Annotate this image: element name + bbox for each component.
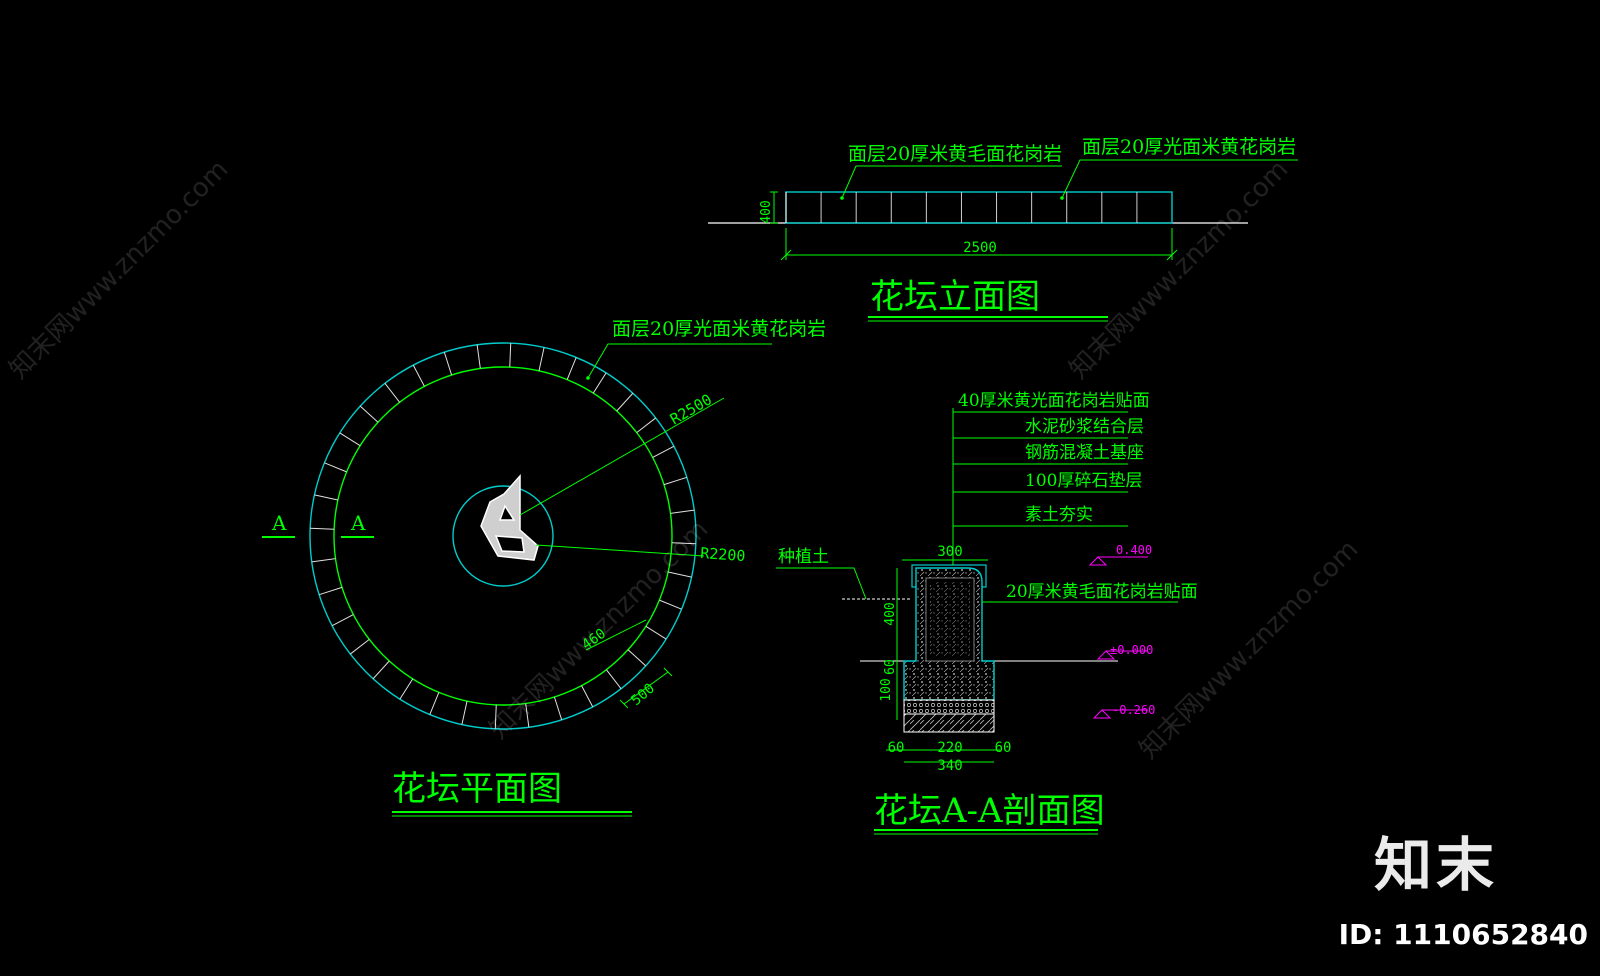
brand-id: ID: 1110652840 bbox=[1338, 918, 1588, 951]
elevation-view: 400 2500 面层20厚米黄毛面花岗岩 面层20厚光面米黄花岗岩 花坛立面图 bbox=[708, 136, 1298, 322]
plan-joint bbox=[509, 343, 512, 368]
plan-view: R2500 R2200 面层20厚光面米黄花岗岩 A A 460 500 花坛平… bbox=[262, 318, 826, 817]
plan-joint bbox=[652, 445, 675, 458]
plan-joint bbox=[538, 347, 545, 371]
plan-label-top: 面层20厚光面米黄花岗岩 bbox=[612, 318, 826, 340]
section-layer-1: 水泥砂浆结合层 bbox=[1025, 417, 1144, 437]
plan-joint bbox=[429, 692, 440, 715]
section-level-top: 0.400 bbox=[1116, 543, 1152, 557]
section-layer-3: 100厚碎石垫层 bbox=[1025, 471, 1142, 491]
plan-joint bbox=[372, 660, 390, 680]
plan-joint bbox=[314, 494, 338, 501]
plan-section-mark-left: A bbox=[271, 511, 287, 535]
plan-joint bbox=[476, 344, 481, 369]
section-dim-h100: 100 bbox=[879, 678, 894, 701]
section-layer-2: 钢筋混凝土基座 bbox=[1025, 443, 1144, 463]
plan-joint bbox=[339, 432, 361, 447]
plan-joint bbox=[581, 685, 594, 708]
plan-joint bbox=[592, 372, 607, 394]
plan-joint bbox=[412, 364, 425, 387]
plan-joint bbox=[311, 558, 336, 563]
plan-joint bbox=[443, 351, 453, 376]
plan-joint bbox=[627, 649, 647, 667]
elevation-dim-length: 2500 bbox=[963, 240, 997, 256]
watermark-3: 知末网www.znzmo.com bbox=[1064, 154, 1295, 385]
plan-joint bbox=[310, 527, 335, 530]
section-dim-top: 300 bbox=[937, 544, 962, 560]
plan-section-mark-right: A bbox=[350, 511, 366, 535]
watermark-layer: 知末网www.znzmo.com 知末网www.znzmo.com 知末网www… bbox=[4, 154, 1365, 765]
section-layer-0: 40厚米黄光面花岗岩贴面 bbox=[958, 391, 1150, 411]
section-view: 40厚米黄光面花岗岩贴面 水泥砂浆结合层 钢筋混凝土基座 100厚碎石垫层 素土… bbox=[776, 391, 1198, 835]
section-dim-60-right: 60 bbox=[995, 740, 1012, 756]
plan-joint bbox=[659, 599, 682, 610]
section-level-ground: ±0.000 bbox=[1110, 643, 1153, 657]
section-level-bottom: -0.260 bbox=[1112, 703, 1155, 717]
section-title: 花坛A-A剖面图 bbox=[874, 791, 1105, 831]
plan-title: 花坛平面图 bbox=[392, 769, 562, 809]
section-dim-h400: 400 bbox=[883, 602, 898, 625]
plan-dim-wall: 500 bbox=[628, 681, 658, 710]
plan-joint bbox=[318, 586, 343, 596]
plan-joint bbox=[384, 383, 401, 403]
watermark-1: 知末网www.znzmo.com bbox=[4, 154, 235, 385]
section-dim-340: 340 bbox=[937, 758, 962, 774]
plan-joint bbox=[605, 669, 622, 689]
plan-joint bbox=[671, 542, 696, 545]
plan-joint bbox=[663, 476, 688, 486]
plan-joint bbox=[359, 405, 379, 423]
plan-joint bbox=[331, 614, 354, 627]
section-layer-4: 素土夯实 bbox=[1025, 505, 1093, 525]
elevation-label-left: 面层20厚米黄毛面花岗岩 bbox=[848, 143, 1062, 165]
plan-joint bbox=[636, 417, 656, 434]
elevation-dim-height: 400 bbox=[759, 200, 774, 223]
plan-joint bbox=[494, 704, 497, 729]
elevation-label-right: 面层20厚光面米黄花岗岩 bbox=[1082, 136, 1296, 158]
plan-joint bbox=[616, 392, 634, 412]
plan-joint bbox=[350, 638, 370, 655]
section-soil-label: 种植土 bbox=[778, 547, 829, 567]
plan-radius-outer: R2500 bbox=[667, 390, 715, 428]
plan-joint bbox=[324, 462, 347, 473]
plan-joint bbox=[461, 701, 468, 725]
plan-joint bbox=[553, 696, 563, 721]
plan-joint bbox=[399, 678, 414, 700]
section-face-label: 20厚米黄毛面花岗岩贴面 bbox=[1006, 582, 1198, 602]
section-dim-60-left: 60 bbox=[888, 740, 905, 756]
elevation-title: 花坛立面图 bbox=[870, 277, 1040, 317]
plan-joint bbox=[566, 357, 577, 380]
plan-joint bbox=[645, 625, 667, 640]
plan-radius-inner: R2200 bbox=[700, 544, 746, 565]
section-dim-220: 220 bbox=[937, 740, 962, 756]
plan-joint bbox=[525, 703, 530, 728]
plan-joint bbox=[670, 509, 695, 514]
watermark-4: 知末网www.znzmo.com bbox=[1134, 534, 1365, 765]
plan-joint bbox=[668, 571, 692, 578]
section-dim-h60: 60 bbox=[883, 659, 898, 675]
brand-logo: 知末 bbox=[1373, 831, 1498, 899]
